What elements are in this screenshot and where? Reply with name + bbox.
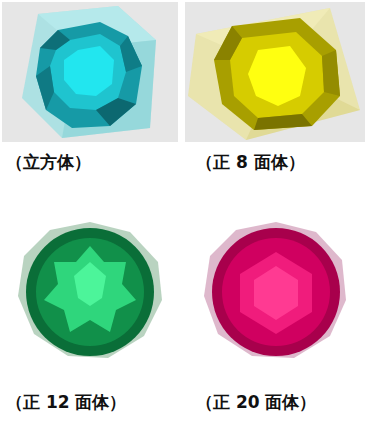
figure-caption: （立方体） [6, 152, 91, 172]
truncated-dodecahedron [18, 222, 162, 358]
panel-ground [185, 2, 365, 142]
truncated-cube [22, 6, 156, 138]
figure-caption: （正 20 面体） [196, 392, 317, 412]
figure-caption: （正 12 面体） [6, 392, 127, 412]
figure-caption: （正 8 面体） [196, 152, 305, 172]
truncated-icosahedron [204, 222, 346, 358]
panel-ground [2, 2, 178, 142]
truncated-octahedron [188, 8, 360, 140]
